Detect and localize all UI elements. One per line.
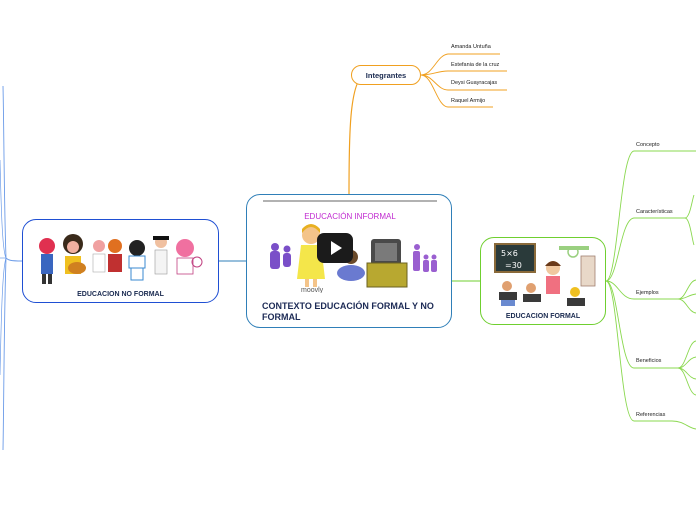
chalkboard-line-2: =30 <box>505 261 522 270</box>
tv-icon <box>366 239 408 288</box>
child-icon <box>176 239 203 275</box>
moovly-watermark: moovly <box>301 287 324 293</box>
topic-integrantes[interactable]: Integrantes <box>351 65 421 85</box>
chalkboard-line-1: 5×6 <box>501 249 518 258</box>
student-icon <box>523 283 541 302</box>
subtopic-ejemplos[interactable]: Ejemplos <box>636 290 659 296</box>
child-icon <box>92 240 106 273</box>
subtopic-caracteristicas[interactable]: Características <box>636 209 673 215</box>
video-heading: EDUCACIÓN INFORMAL <box>304 212 396 221</box>
chalkboard-icon <box>494 243 536 273</box>
connector-left-edge-4 <box>0 257 7 376</box>
topic-label: Integrantes <box>365 71 407 80</box>
child-icon <box>128 240 146 281</box>
ruler-icon <box>559 246 589 258</box>
child-icon <box>39 238 55 284</box>
member-item[interactable]: Amanda Untuña <box>451 44 491 50</box>
connector-left-edge-2 <box>2 257 7 451</box>
play-button-icon[interactable] <box>317 233 353 263</box>
subtopic-beneficios[interactable]: Beneficios <box>636 358 662 364</box>
topic-label: EDUCACION FORMAL <box>505 313 581 320</box>
people-silhouettes-icon <box>270 243 291 269</box>
topic-educacion-no-formal[interactable]: EDUCACION NO FORMAL <box>22 219 219 303</box>
student-icon <box>499 281 517 306</box>
student-icon <box>567 287 585 306</box>
topic-label: EDUCACION NO FORMAL <box>77 291 164 298</box>
connector-central-top <box>348 73 366 195</box>
central-topic[interactable]: EDUCACIÓN INFORMAL moovly <box>246 194 452 328</box>
child-icon <box>108 239 122 272</box>
member-item[interactable]: Raquel Armijo <box>451 98 486 104</box>
member-item[interactable]: Estefania de la cruz <box>451 62 500 68</box>
central-title: CONTEXTO EDUCACIÓN FORMAL Y NO FORMAL <box>262 301 434 322</box>
children-illustration <box>39 234 203 284</box>
teacher-icon <box>545 261 561 294</box>
member-item[interactable]: Deysi Guayracajas <box>451 80 498 86</box>
connector-left-edge-3 <box>0 159 7 259</box>
child-icon <box>153 236 169 275</box>
topic-educacion-formal[interactable]: 5×6 =30 EDUCACION FORMAL <box>480 237 606 325</box>
subtopic-referencias[interactable]: Referencias <box>636 412 666 418</box>
family-silhouettes-icon <box>413 244 437 272</box>
subtopic-concepto[interactable]: Concepto <box>636 142 660 148</box>
connector-left-edge <box>2 85 23 262</box>
child-guitar-icon <box>63 234 86 274</box>
door-icon <box>580 255 596 287</box>
classroom-illustration: 5×6 =30 <box>494 243 596 306</box>
